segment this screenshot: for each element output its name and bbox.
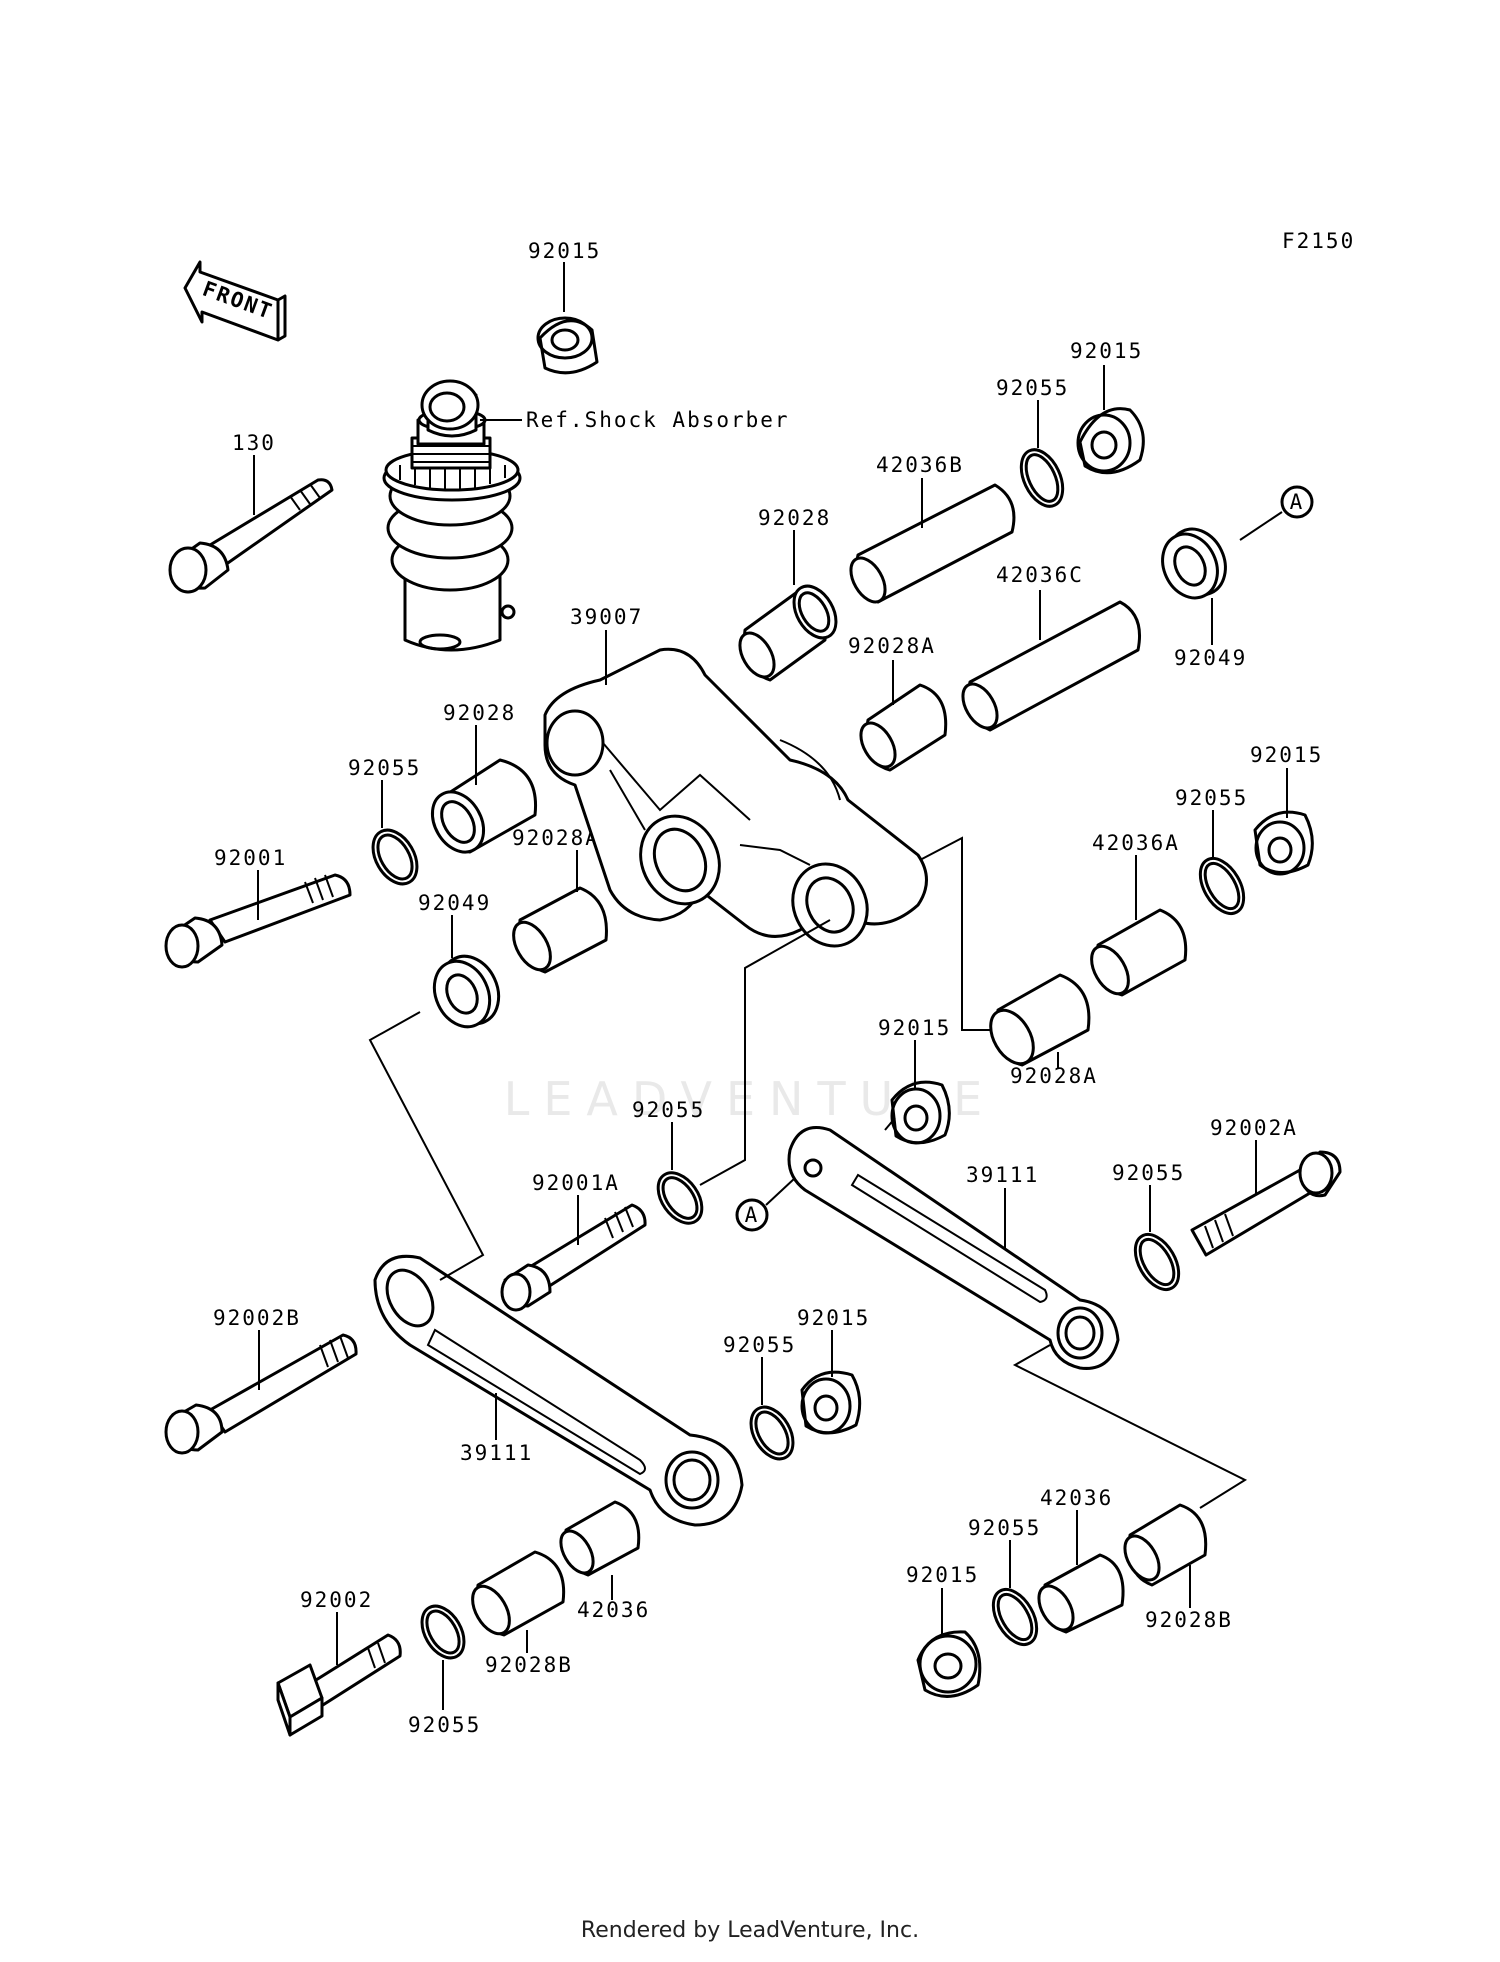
ring-left [371, 780, 419, 886]
figure-code: F2150 [1282, 229, 1355, 253]
nut-top-label: 92015 [528, 239, 601, 263]
bolt-92001a-label: 92001A [532, 1171, 620, 1195]
bush-92028-left [430, 725, 538, 854]
tie-rod-right [765, 1117, 1248, 1509]
nut-low-right-label: 92015 [906, 1563, 979, 1587]
tie-rod-left [368, 1011, 744, 1527]
bolt-130-label: 130 [232, 431, 276, 455]
nut-right-mid-label: 92015 [1250, 743, 1323, 767]
ring-low-right-label: 92055 [968, 1516, 1041, 1540]
ring-right-mid [1198, 810, 1246, 915]
ring-left-label: 92055 [348, 756, 421, 780]
ring-upper-right-label: 92055 [996, 376, 1069, 400]
sleeve-42036-left [559, 1500, 641, 1600]
bush-92028b-left [471, 1550, 566, 1653]
callout-a-top-text: A [1290, 490, 1305, 514]
sleeve-42036c [961, 590, 1141, 732]
bush-92028b-right-label: 92028B [1145, 1608, 1233, 1632]
bush-92028b-right [1123, 1503, 1208, 1608]
bush-92028a-right-label: 92028A [1010, 1064, 1098, 1088]
ref-note: Ref.Shock Absorber [526, 408, 790, 432]
bolt-92001 [164, 870, 352, 969]
footer-credit: Rendered by LeadVenture, Inc. [580, 1918, 920, 1943]
bush-92028a-top-label: 92028A [848, 634, 936, 658]
bush-92028-top [738, 530, 838, 682]
bolt-92002b-label: 92002B [213, 1306, 301, 1330]
front-arrow-icon: FRONT [183, 260, 287, 342]
bush-92028-left-label: 92028 [443, 701, 516, 725]
bolt-92001-label: 92001 [214, 846, 287, 870]
callout-a-top: A [1280, 485, 1314, 519]
tie-rod-right-label: 39111 [966, 1163, 1039, 1187]
bush-92028-top-label: 92028 [758, 506, 831, 530]
ring-low-right [991, 1540, 1039, 1646]
nut-top [536, 262, 599, 375]
seal-92049-left-label: 92049 [418, 891, 491, 915]
ring-bottom [420, 1604, 466, 1710]
bush-92028b-left-label: 92028B [485, 1653, 573, 1677]
bush-92028a-left [512, 850, 608, 974]
ring-right-mid-label: 92055 [1175, 786, 1248, 810]
ring-right-low-label: 92055 [1112, 1161, 1185, 1185]
nut-upper-right [1076, 365, 1145, 475]
callout-a-bottom-text: A [745, 1203, 760, 1227]
sleeve-42036b-label: 42036B [876, 453, 964, 477]
rocker-arm [543, 630, 992, 1186]
bush-92028a-left-label: 92028A [512, 826, 600, 850]
bolt-92001a [500, 1195, 647, 1312]
nut-upper-right-label: 92015 [1070, 339, 1143, 363]
nut-low-center [800, 1330, 862, 1435]
sleeve-42036a-label: 42036A [1092, 831, 1180, 855]
tie-rod-left-label: 39111 [460, 1441, 533, 1465]
sleeve-42036a [1090, 855, 1188, 997]
sleeve-42036-right [1037, 1510, 1125, 1634]
bolt-92002b [164, 1330, 358, 1455]
shock-absorber [382, 379, 522, 652]
seal-92049-right-label: 92049 [1174, 646, 1247, 670]
rocker-arm-label: 39007 [570, 605, 643, 629]
ring-center-label: 92055 [632, 1098, 705, 1122]
nut-right-mid [1253, 768, 1314, 876]
seal-92049-left [432, 915, 501, 1029]
callout-a-bottom: A [735, 1198, 769, 1232]
nut-center-label: 92015 [878, 1016, 951, 1040]
sleeve-42036-right-label: 42036 [1040, 1486, 1113, 1510]
nut-low-center-label: 92015 [797, 1306, 870, 1330]
ring-center [656, 1122, 704, 1225]
bolt-92002-label: 92002 [300, 1588, 373, 1612]
ring-upper-right [1019, 400, 1065, 508]
sleeve-42036c-label: 42036C [996, 563, 1084, 587]
nut-low-right [916, 1588, 982, 1698]
sleeve-42036-left-label: 42036 [577, 1598, 650, 1622]
ring-bottom-label: 92055 [408, 1713, 481, 1737]
bush-92028a-right [989, 973, 1091, 1068]
bolt-92002a [1190, 1140, 1342, 1257]
bolt-92002 [276, 1612, 402, 1737]
bolt-130 [168, 455, 334, 594]
ring-right-low [1133, 1185, 1181, 1291]
sleeve-42036b [849, 478, 1016, 604]
bolt-92002a-label: 92002A [1210, 1116, 1298, 1140]
bush-92028a-top [859, 660, 948, 772]
ring-low-center-label: 92055 [723, 1333, 796, 1357]
ring-low-center [749, 1357, 795, 1461]
seal-92049-right [1161, 511, 1283, 645]
nut-center [890, 1040, 951, 1145]
